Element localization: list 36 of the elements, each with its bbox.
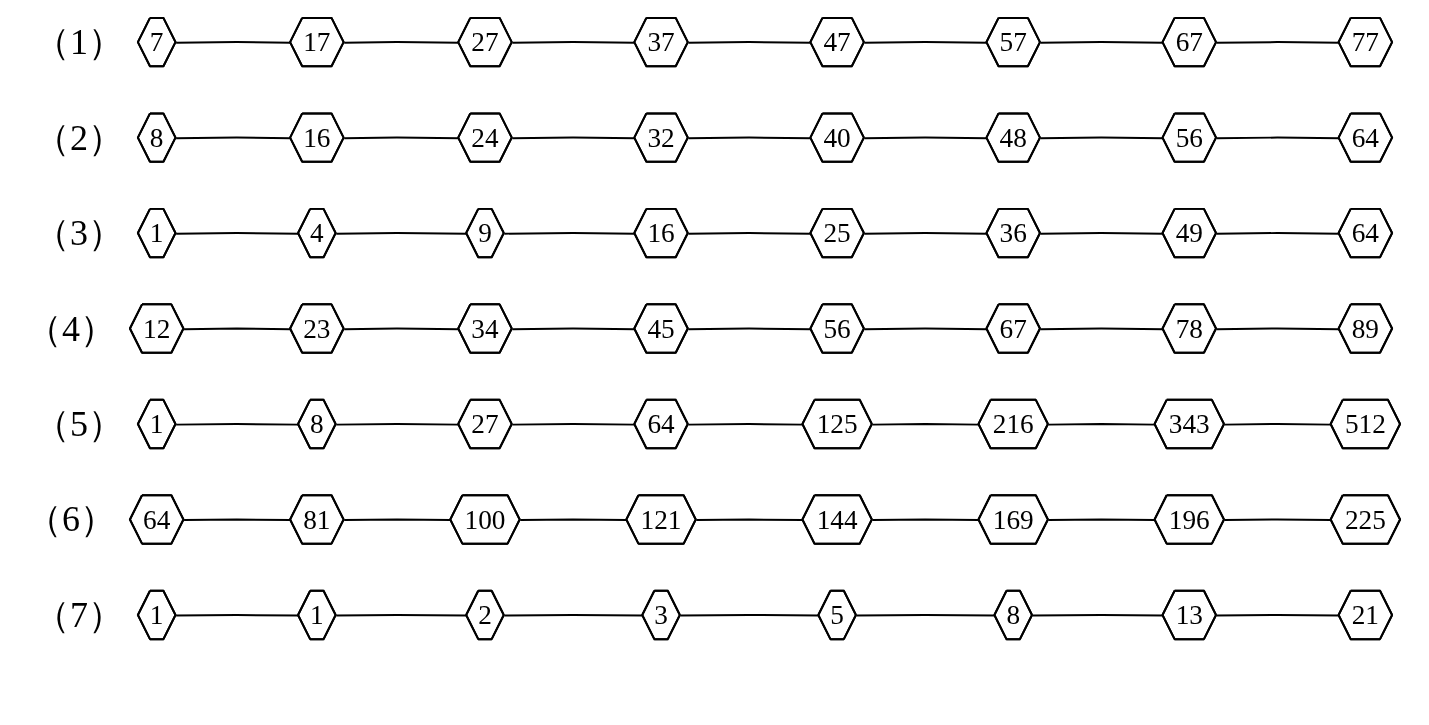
connector [335,613,468,617]
row-label: （7） [33,596,124,633]
connector [511,136,636,140]
row-label: （6） [25,501,116,538]
connector [695,518,804,522]
connector [175,136,292,140]
row-label: （3） [33,215,124,252]
connector [175,232,300,235]
connector [335,423,460,426]
connector [511,41,636,44]
connector [183,327,292,331]
connector [855,613,996,617]
connector [183,518,292,522]
connector [511,423,636,426]
connector [687,327,812,331]
connector [519,518,628,522]
connector [343,41,460,44]
row-label: （4） [25,310,116,347]
connector [343,136,460,140]
connector [335,232,468,235]
row-label: （1） [33,24,124,61]
connector [343,518,452,522]
connector [175,41,292,44]
connector [503,232,636,235]
connector [343,327,460,331]
connector [687,423,804,426]
row-label: （2） [33,119,124,156]
row-label: （5） [33,406,124,442]
connector [687,41,812,44]
connector [687,232,812,235]
connector [175,613,300,617]
connector [503,613,644,617]
connector [511,327,636,331]
connector [687,136,812,140]
connector [175,423,300,426]
connector [679,613,820,617]
